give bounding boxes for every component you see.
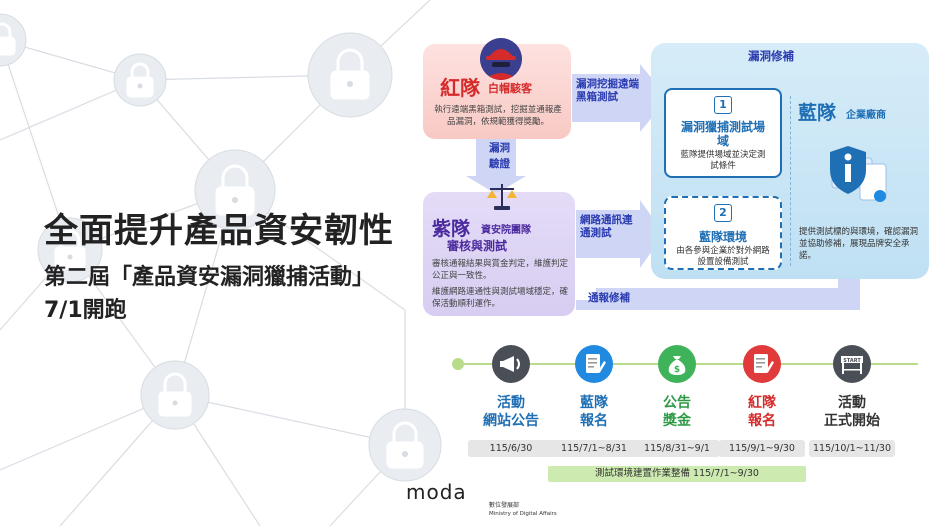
headline-line2: 第二屆「產品資安漏洞獵捕活動」 (44, 265, 375, 290)
scale-icon (484, 182, 520, 216)
timeline-title-line1: 藍隊 (580, 395, 608, 411)
timeline-date: 115/10/1~11/30 (809, 440, 895, 457)
purple-team-box (423, 192, 575, 316)
moda-logo: moda (406, 480, 467, 504)
purple-team-subtitle2: 審核與測試 (447, 239, 508, 253)
timeline-title-line1: 活動 (497, 395, 525, 411)
timeline-title-line1: 公告 (663, 395, 691, 411)
timeline-env-bar: 測試環境建置作業整備 115/7/1~9/30 (548, 466, 806, 482)
timeline-date: 115/6/30 (468, 440, 554, 457)
box2-title: 藍隊環境 (698, 230, 747, 244)
purple-team-desc2: 維護網路連通性與測試場域穩定，確保活動順利運作。 (432, 287, 569, 309)
shield-security-icon (826, 140, 896, 214)
headline-line3: 7/1開跑 (44, 298, 127, 323)
red-team-description: 執行遠端黑箱測試，挖掘並通報產品漏洞，依規範獲得獎勵。 (434, 105, 562, 127)
timeline-title-line2: 網站公告 (483, 413, 539, 429)
moda-zh: 數位發展部 (489, 502, 520, 509)
timeline-date: 115/9/1~9/30 (719, 440, 805, 457)
report-fix-arrow (576, 279, 860, 310)
box2-description: 由各參與企業於對外網路設置設備測試 (676, 246, 770, 267)
red-team-subtitle: 白帽駭客 (488, 82, 532, 95)
hacker-avatar-icon (480, 38, 522, 80)
box2-number: 2 (714, 204, 732, 222)
start-label: START (843, 358, 861, 364)
moda-en: Ministry of Digital Affairs (489, 511, 557, 517)
red-team-title: 紅隊 (440, 76, 480, 100)
verify-arrow (466, 139, 526, 194)
start-gate-icon: START (833, 345, 871, 383)
money-bag-icon: $ (658, 345, 696, 383)
box1-number: 1 (714, 96, 732, 114)
timeline-title-line1: 紅隊 (748, 395, 776, 411)
form-pencil-icon (575, 345, 613, 383)
timeline-date: 115/7/1~8/31 (551, 440, 637, 457)
megaphone-icon (492, 345, 530, 383)
headline-line1: 全面提升產品資安韌性 (44, 211, 394, 251)
purple-team-subtitle: 資安院團隊 (481, 225, 531, 236)
form-pencil-icon (743, 345, 781, 383)
box1-description: 藍隊提供場域並決定測試條件 (680, 150, 766, 171)
box-test-field: 1 漏洞獵捕測試場域 藍隊提供場域並決定測試條件 (664, 88, 782, 178)
box-blue-env: 2 藍隊環境 由各參與企業於對外網路設置設備測試 (664, 196, 782, 270)
purple-team-desc1: 審核通報結果與賞金判定，維護判定公正與一致性。 (432, 259, 569, 281)
divider (790, 96, 791, 266)
verify-label: 漏洞驗證 (489, 142, 510, 170)
network-label: 網路通訊連通測試 (580, 214, 633, 239)
network-arrow (576, 200, 664, 268)
mining-label: 漏洞挖掘遠端黑箱測試 (576, 78, 639, 103)
timeline-title-line2: 報名 (580, 413, 608, 429)
vuln-fix-label: 漏洞修補 (748, 49, 794, 63)
timeline-title-line2: 正式開始 (824, 413, 880, 429)
blue-team-title: 藍隊 (798, 102, 837, 124)
timeline-date: 115/8/31~9/1 (634, 440, 720, 457)
timeline-title-line2: 報名 (748, 413, 776, 429)
blue-team-subtitle: 企業廠商 (846, 110, 886, 121)
timeline-title-line1: 活動 (838, 395, 866, 411)
svg-text:$: $ (674, 365, 680, 375)
blue-team-description: 提供測試標的與環境，確認漏洞並協助修補，展現品牌安全承諾。 (799, 227, 919, 261)
box1-title: 漏洞獵捕測試場域 (680, 120, 765, 148)
report-fix-label: 通報修補 (588, 292, 630, 304)
mining-arrow (572, 64, 668, 132)
timeline-title-line2: 獎金 (663, 413, 691, 429)
purple-team-title: 紫隊 (432, 218, 471, 240)
